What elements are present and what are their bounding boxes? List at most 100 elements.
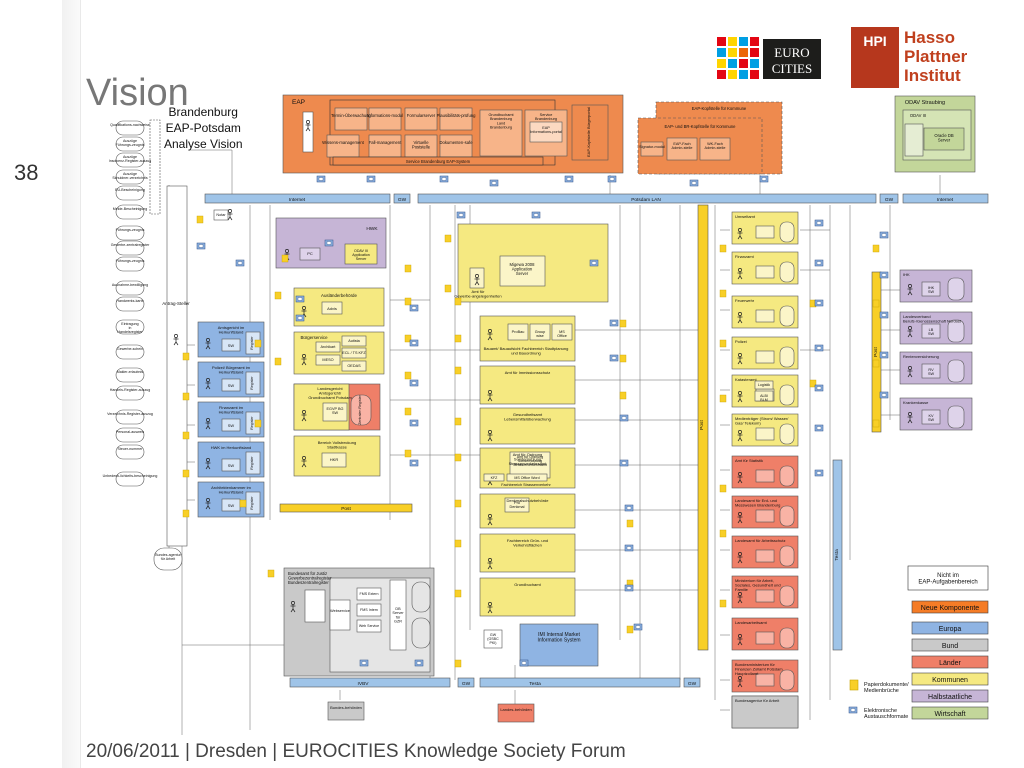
left-document-label: Melde-Bescheinigung: [113, 207, 148, 211]
behoerde-right-label: Umweltamt: [735, 214, 756, 219]
electronic-exchange-icon: [409, 304, 419, 312]
paper-document-icon: [267, 569, 275, 578]
behoerde-right-label: Bundesagentur für Arbeit: [735, 698, 780, 703]
electronic-exchange-icon: [879, 391, 889, 399]
eap-module-box: [368, 107, 402, 131]
left-document-item: [115, 296, 145, 312]
eap-kopfstelle-box: [571, 104, 609, 161]
behoerde-right-label: Katasteramt: [735, 377, 757, 382]
legend-paper-label: Papierdokumente/Medienbrüche: [864, 682, 909, 694]
paper-document-icon: [444, 234, 452, 243]
bauamt-item: [529, 323, 551, 341]
behoerde-right-label: Ministerium für Arbeit,Soziales, Gesundh…: [735, 578, 781, 592]
electronic-exchange-icon: [624, 584, 634, 592]
post-vertical-bar: [697, 204, 709, 651]
electronic-exchange-icon: [414, 659, 424, 667]
paper-document-icon: [404, 407, 412, 416]
eap-module-box: [326, 134, 360, 158]
behoerde-sw-box: [221, 458, 241, 472]
hwk-app-server-box: [344, 243, 378, 265]
gw-label: GW: [688, 681, 697, 687]
behoerde-right-sw-box: [755, 549, 775, 563]
behoerde-register-label: Register: [250, 336, 254, 350]
paper-document-icon: [454, 499, 462, 508]
zentral-register-box: [350, 394, 372, 426]
hwk-pc-box: [299, 247, 321, 261]
behoerde-right-label: Landesamt für Arbeitsschutz: [735, 538, 785, 543]
behoerde-right-sw-box: [755, 673, 775, 687]
paper-document-icon: [254, 419, 262, 428]
eurocities-logo-square: [739, 59, 748, 68]
signatur-label: Signatur-modul: [639, 145, 665, 149]
behoerde-sw-box: [221, 418, 241, 432]
fms-intern-label: FMS Intern: [360, 608, 378, 612]
fachbereich-title: Grundbuchamt: [514, 582, 541, 587]
electronic-exchange-icon: [409, 379, 419, 387]
paper-document-icon: [444, 284, 452, 293]
gw-label: GW: [462, 681, 471, 687]
left-document-item: [115, 385, 145, 401]
paper-document-icon: [454, 659, 462, 668]
electronic-exchange-icon: [814, 344, 824, 352]
eap-service-bus-label: Service Brandenburg EAP-System: [406, 159, 471, 164]
behoerde-herkunftsland-label: HWK im Herkunftsland: [211, 445, 251, 450]
antragsteller-column: [166, 185, 188, 547]
buergerservice-item-label: ECL / TS KFZ: [342, 351, 366, 355]
behoerde-right-sw-box: [755, 509, 775, 523]
left-document-item: [115, 185, 145, 201]
left-document-label: Handels-Register-auszug: [110, 388, 151, 392]
electronic-exchange-icon: [814, 219, 824, 227]
legend-halbstaatliche-label: Halbstaatliche: [928, 694, 972, 701]
gw-label: GW: [398, 197, 407, 203]
behoerde-right-register-box: [779, 545, 795, 567]
legend-europa-label: Europa: [939, 626, 962, 633]
behoerde-register-label: Register: [250, 376, 254, 390]
behoerde-right-sw-box: [755, 225, 775, 239]
bauamt-item-label: ProBau: [512, 330, 525, 334]
register-cyl: [411, 581, 431, 613]
left-document-item: [115, 471, 145, 487]
register-cyl: [411, 617, 431, 649]
slide-subtitle: Brandenburg EAP-Potsdam Analyse Vision: [164, 104, 243, 152]
paper-document-icon: [872, 299, 880, 308]
paper-document-icon: [626, 625, 634, 634]
left-document-label: Unbedenk-lichkeits-bescheinigung: [103, 474, 158, 478]
paper-document-icon: [239, 499, 247, 508]
behoerde-right-register-box: [779, 585, 795, 607]
hpi-logo-box: HPI: [851, 27, 899, 88]
legend-laender-label: Länder: [939, 660, 961, 667]
behoerde-right-label: Medienträger (Strom/ Wasser/Gas/ Telekom…: [735, 416, 789, 425]
eurocities-logo-square: [728, 37, 737, 46]
electronic-exchange-icon: [814, 259, 824, 267]
behoerde-right-register-box: [779, 346, 795, 368]
gw-box: [683, 677, 701, 688]
paper-document-icon: [274, 357, 282, 366]
left-document-label: Ausnahme-bewilligung: [112, 283, 148, 287]
odav-inner-label: ODAV III: [910, 113, 926, 118]
left-document-item: [115, 280, 145, 296]
paper-document-icon: [454, 417, 462, 426]
left-document-item: [115, 256, 145, 272]
behoerde-right-register-box: [779, 423, 795, 445]
behoerde-right-register-box: [779, 221, 795, 243]
bauamt-item: [551, 323, 573, 341]
electronic-exchange-icon: [759, 175, 769, 183]
halbstaatliche-label: Krankenkasse: [903, 400, 929, 405]
eap-module-label: Fall-management: [369, 140, 402, 145]
behoerde-right-register-box: [779, 261, 795, 283]
halbstaatliche-daten-box: [947, 359, 965, 383]
electronic-exchange-icon: [531, 211, 541, 219]
electronic-exchange-icon: [619, 459, 629, 467]
behoerde-right-register-box: [779, 384, 795, 406]
behoerde-right-label: Feuerwehr: [735, 298, 755, 303]
buergerservice-title: Bürgerservice: [300, 335, 328, 340]
